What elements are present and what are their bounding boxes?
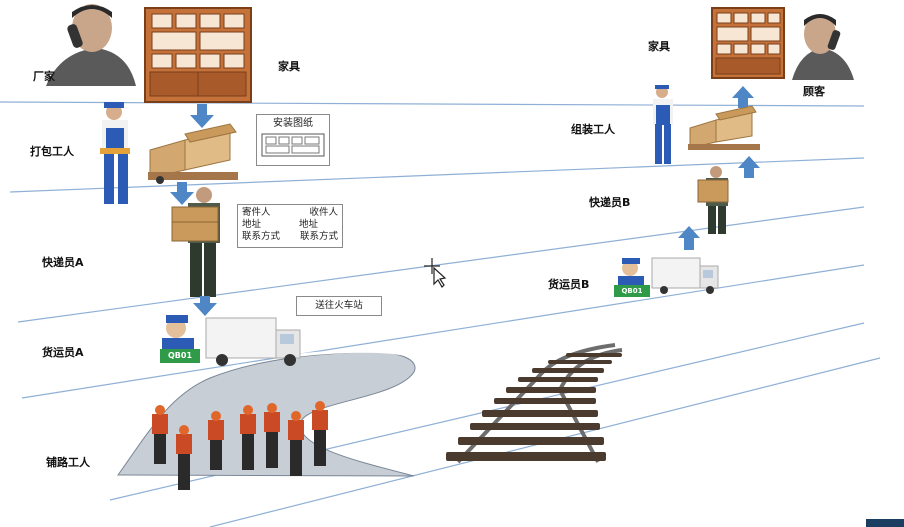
customer-figure — [792, 14, 854, 80]
move-cursor-icon — [424, 258, 447, 288]
install-drawing-box: 安装图纸 — [256, 114, 330, 166]
guide-line — [21, 264, 865, 399]
arrow-to-cabinet-right — [732, 86, 754, 108]
packer-figure — [100, 102, 130, 204]
address-label-box: 寄件人 收件人 地址 地址 联系方式 联系方式 — [237, 204, 343, 248]
label-furniture-right: 家具 — [648, 40, 670, 53]
label-furniture-left: 家具 — [278, 60, 300, 73]
rail-left — [456, 343, 616, 464]
label-assembler: 组装工人 — [571, 123, 615, 136]
receiver-contact-label: 联系方式 — [299, 231, 338, 242]
truck-b — [614, 257, 719, 297]
arrow-freight-b-to-courier-b — [678, 226, 700, 250]
label-freight-b: 货运员B — [548, 278, 590, 291]
label-freight-a: 货运员A — [42, 346, 84, 359]
address-row-names: 寄件人 收件人 — [242, 207, 338, 219]
road-highlight — [299, 349, 422, 364]
label-track-worker: 铺路工人 — [46, 456, 90, 469]
truck-a — [160, 315, 301, 366]
label-courier-b: 快递员B — [589, 196, 631, 209]
rail-right — [557, 348, 623, 463]
packed-boxes-right — [688, 105, 760, 150]
sleepers — [446, 353, 622, 461]
address-row-addresses: 地址 地址 — [242, 219, 338, 231]
arrow-courier-to-freight-a — [193, 296, 217, 316]
arrow-packer-to-courier-a — [170, 182, 194, 205]
track-workers-group — [152, 401, 328, 490]
packed-boxes-left — [148, 123, 238, 184]
sender-contact-label: 联系方式 — [242, 231, 281, 242]
blueprint-icon — [261, 133, 325, 157]
sender-address-label: 地址 — [242, 219, 262, 230]
arrow-cabinet-to-packer — [190, 104, 214, 128]
furniture-cabinet-left — [144, 7, 252, 103]
label-customer: 顾客 — [803, 85, 825, 98]
label-courier-a: 快递员A — [42, 256, 84, 269]
receiver-address-label: 地址 — [298, 219, 318, 230]
furniture-cabinet-right — [711, 7, 785, 79]
label-packer: 打包工人 — [30, 145, 74, 158]
courier-a-figure — [171, 187, 220, 297]
arrow-courier-b-to-assembler — [738, 156, 760, 178]
assembler-figure — [653, 85, 673, 164]
truck-a-logo: QB01 — [167, 351, 193, 360]
manufacturer-figure — [46, 4, 136, 86]
install-drawing-title: 安装图纸 — [273, 118, 313, 129]
address-row-contacts: 联系方式 联系方式 — [242, 231, 338, 243]
guide-line — [0, 101, 865, 107]
truck-b-logo: QB01 — [621, 287, 643, 295]
to-train-station-box: 送往火车站 — [296, 296, 382, 316]
label-manufacturer: 厂家 — [33, 70, 55, 83]
receiver-label: 收件人 — [309, 207, 338, 218]
railway-track — [446, 343, 623, 464]
courier-b-figure — [697, 166, 729, 234]
corner-bar — [866, 519, 904, 527]
guide-line — [9, 157, 865, 193]
guide-line — [17, 206, 865, 323]
sender-label: 寄件人 — [242, 207, 271, 218]
